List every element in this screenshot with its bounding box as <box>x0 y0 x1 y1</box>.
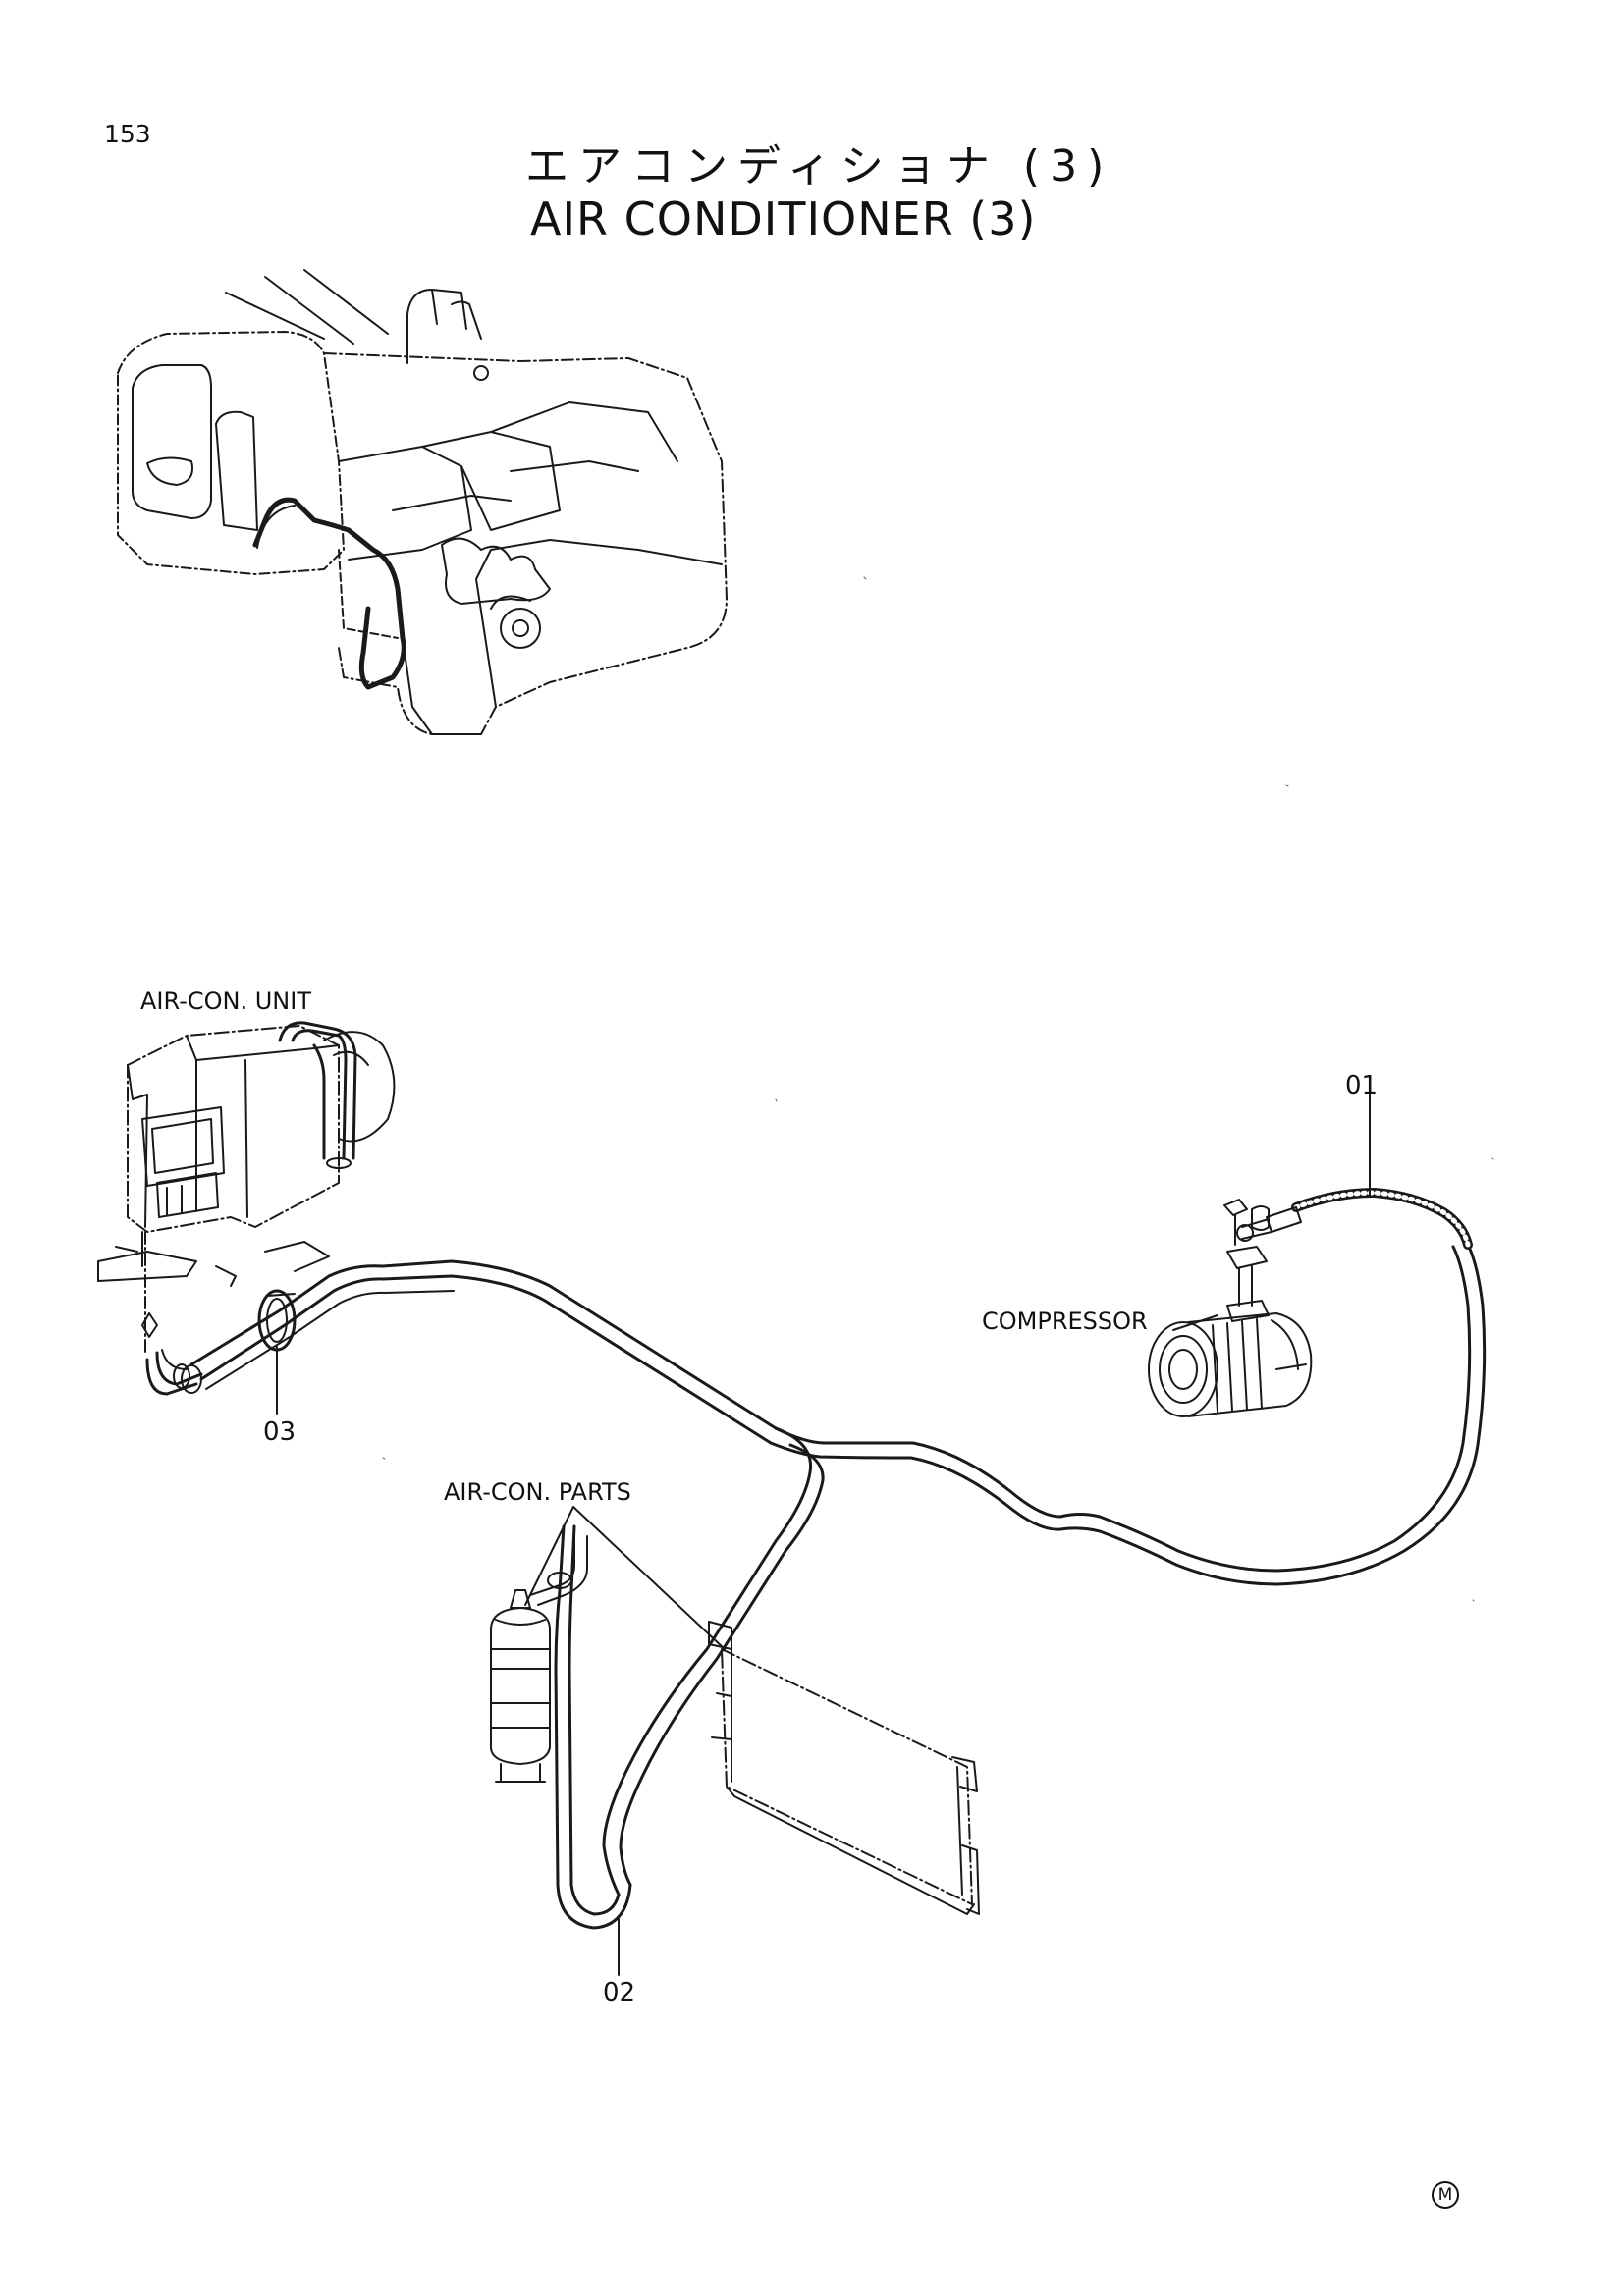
label-compressor: COMPRESSOR <box>982 1308 1148 1335</box>
excavator-overview <box>118 270 727 734</box>
leader-lines <box>277 1093 1370 1975</box>
compressor-drawing <box>1149 1200 1311 1416</box>
title-english: AIR CONDITIONER (3) <box>530 192 1037 245</box>
receiver-dryer-drawing <box>491 1536 587 1782</box>
callout-03: 03 <box>263 1417 297 1447</box>
callout-01: 01 <box>1345 1071 1379 1100</box>
callout-02: 02 <box>603 1978 636 2007</box>
hose-03 <box>191 1261 776 1443</box>
circled-m-mark: M <box>1432 2181 1459 2209</box>
refrigerant-line <box>556 1193 1485 1928</box>
label-aircon-parts: AIR-CON. PARTS <box>444 1478 631 1506</box>
page-number: 153 <box>104 120 151 148</box>
scan-specks <box>383 577 1493 1601</box>
condenser-drawing <box>709 1622 979 1914</box>
aircon-unit-drawing <box>98 1023 394 1394</box>
title-japanese: エアコンディショナ (3) <box>525 141 1114 191</box>
label-aircon-unit: AIR-CON. UNIT <box>140 988 311 1015</box>
